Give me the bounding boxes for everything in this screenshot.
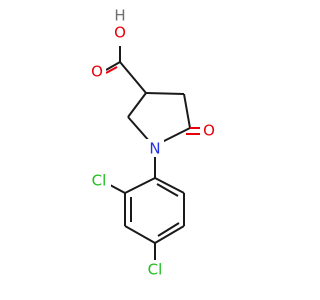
bond-cacid-o-a: [105, 61, 121, 71]
bond-cacid-o-b: [105, 66, 118, 74]
lactam-o-backdrop: [200, 122, 218, 140]
atom-cl-para: Cl: [148, 261, 163, 279]
cl-para-backdrop: [142, 260, 168, 278]
bond-ar2-cl: [109, 184, 126, 194]
acid-o-backdrop: [88, 62, 106, 80]
bond-ar-inner-c: [156, 183, 179, 197]
n-backdrop: [146, 139, 164, 157]
bond-n-c2: [127, 116, 151, 143]
bond-ar1-ar2: [124, 177, 156, 194]
atom-label-layer: H O O N O Cl Cl: [85, 6, 218, 279]
bond-ar6-ar1: [154, 177, 185, 194]
molecule-diagram: H O O N O Cl Cl: [85, 6, 218, 279]
bond-c2-c3: [127, 92, 147, 118]
atom-o-lactam: O: [203, 122, 215, 140]
bond-ar-inner-b: [157, 222, 180, 237]
bond-cacid-c3: [119, 61, 147, 94]
bond-c3-c4: [145, 92, 185, 95]
bond-ar3-ar4: [124, 225, 156, 244]
cl-ortho-backdrop: [85, 172, 111, 190]
atom-h: H: [114, 7, 125, 25]
structure-canvas: H O O N O Cl Cl: [85, 6, 218, 279]
atom-n-ring: N: [149, 140, 160, 158]
atom-cl-ortho: Cl: [92, 172, 107, 190]
oh-label-backdrop: [112, 6, 134, 46]
bond-layer: [105, 40, 202, 260]
bond-c5-n: [161, 127, 191, 143]
atom-o-hydroxyl: O: [114, 24, 126, 42]
bond-ar4-ar5: [154, 225, 185, 244]
bond-c4-c5: [183, 93, 191, 129]
atom-o-carbonyl-acid: O: [91, 63, 103, 81]
